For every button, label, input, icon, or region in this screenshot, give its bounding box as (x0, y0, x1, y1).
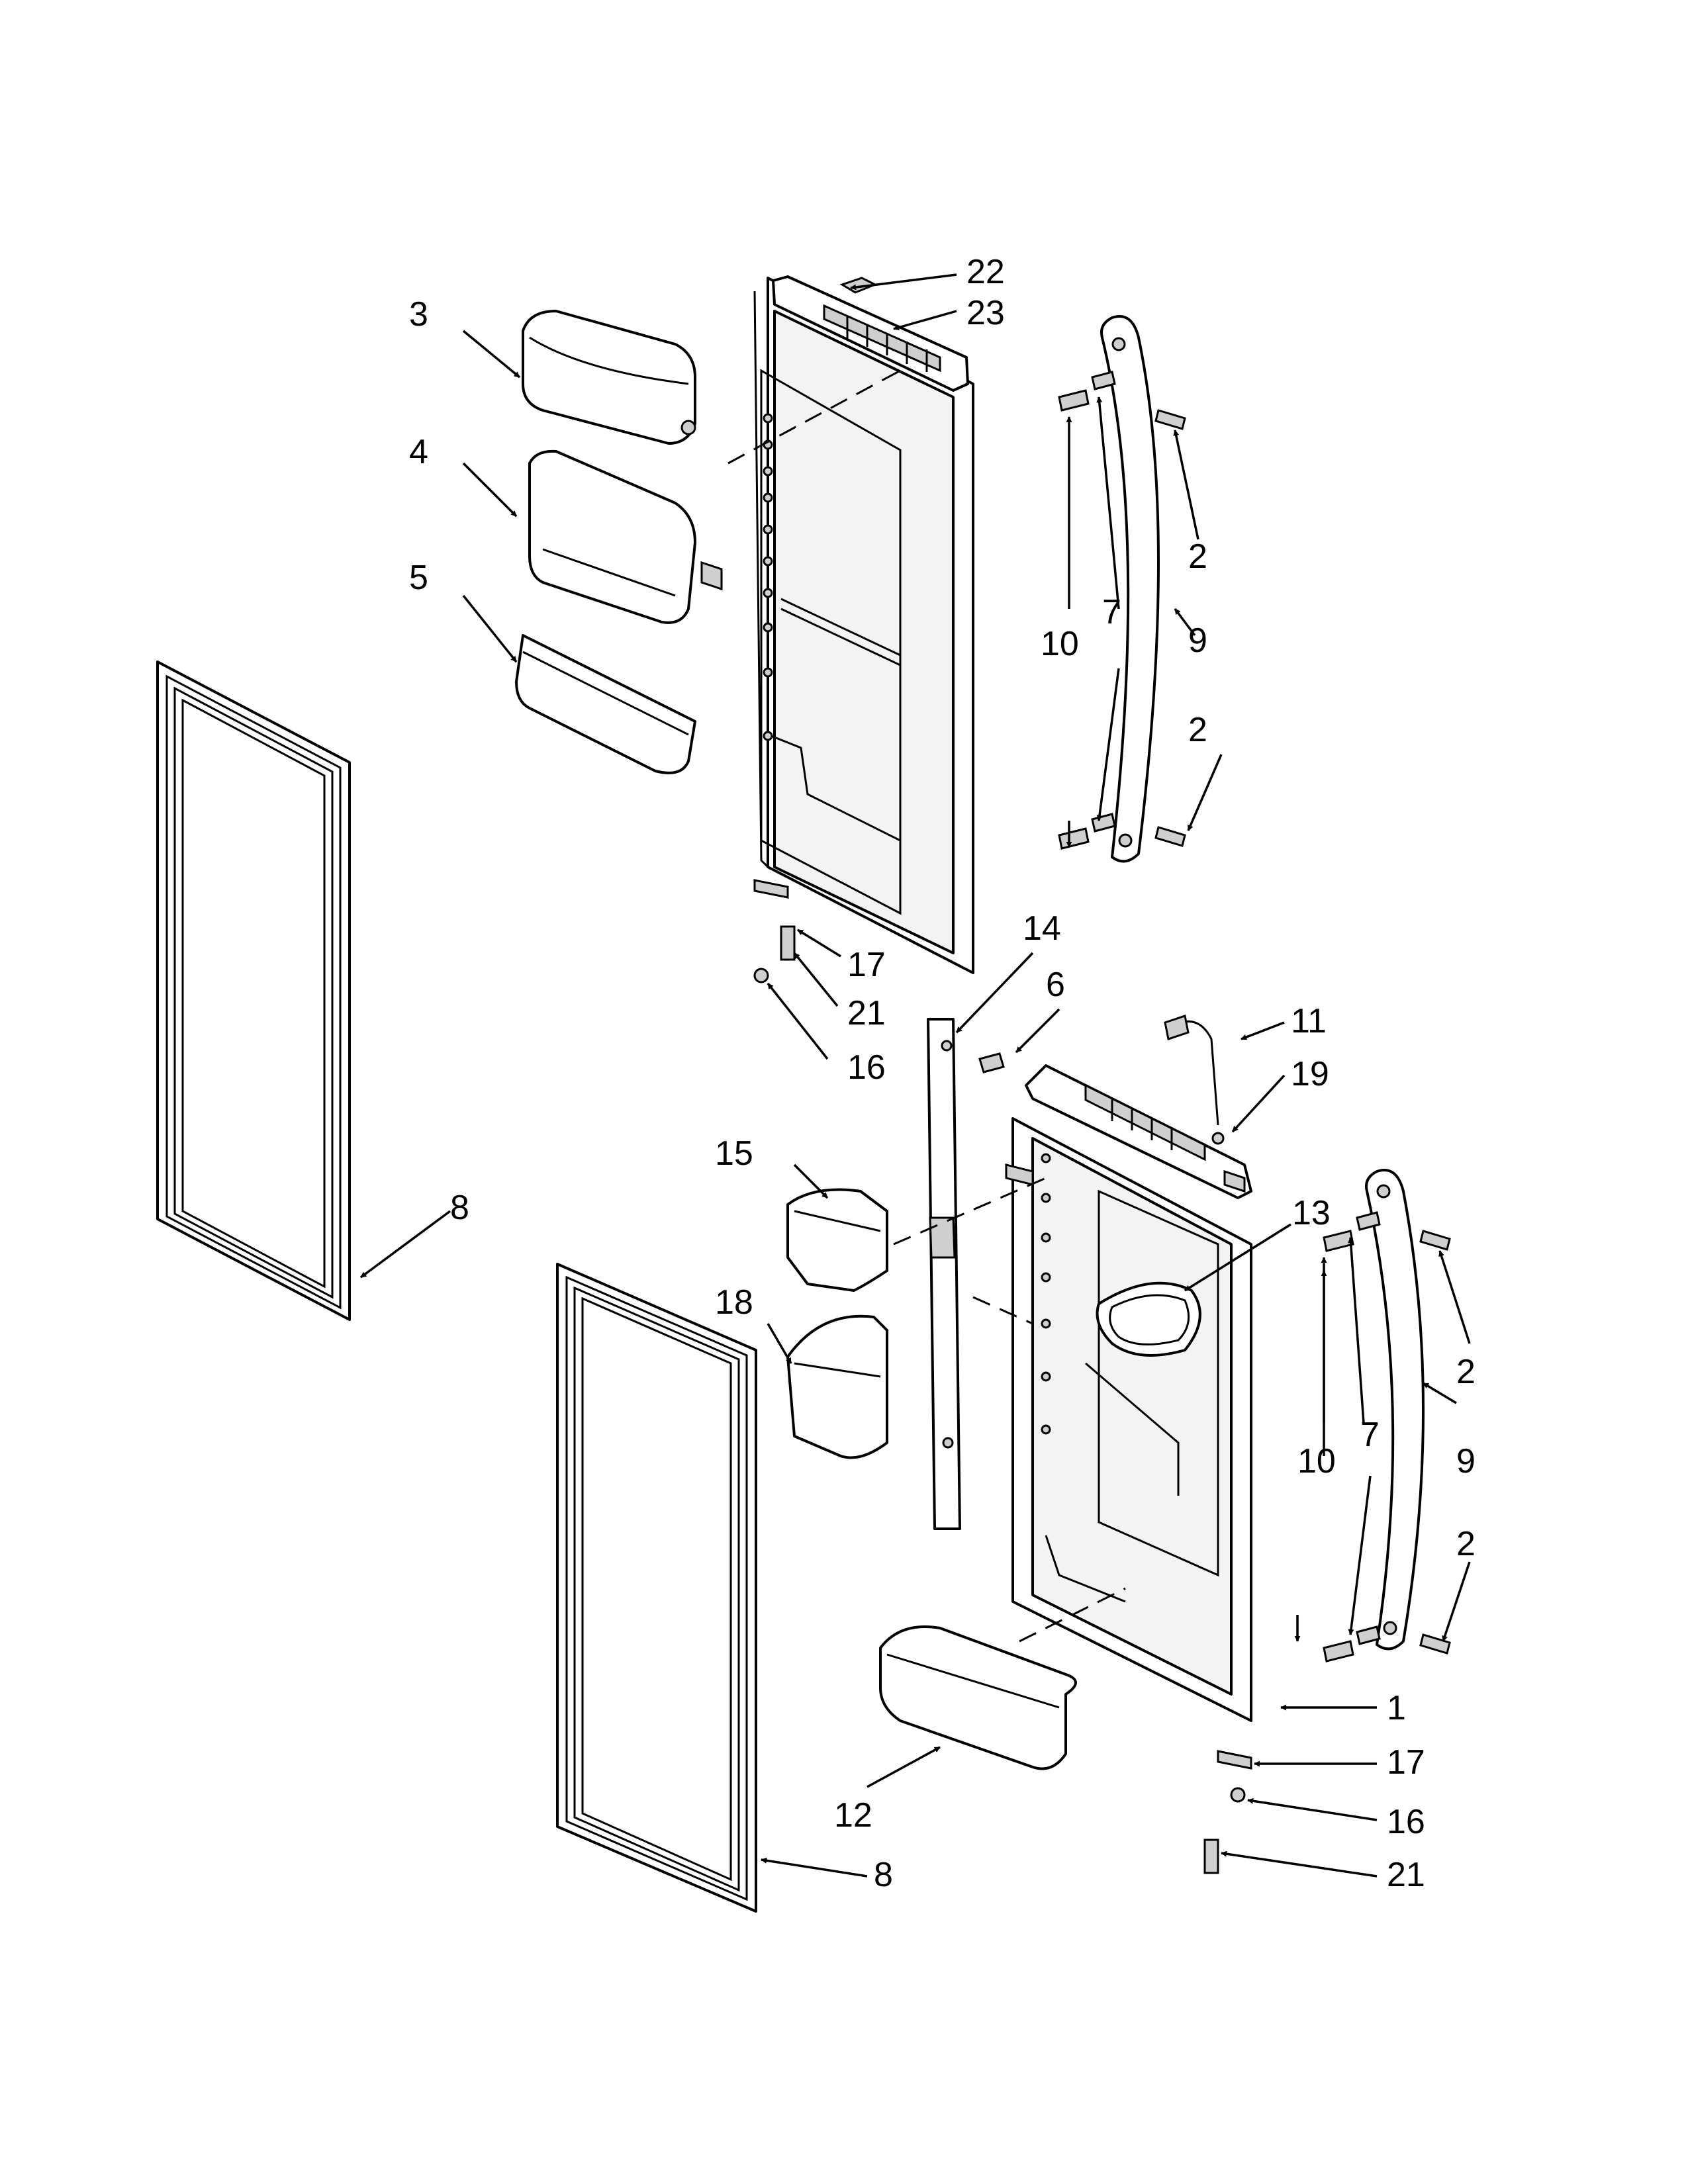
callout-8-lower: 8 (874, 1856, 893, 1894)
callout-10-lower: 10 (1297, 1442, 1336, 1480)
door-bin-18 (786, 1314, 888, 1459)
callout-19: 19 (1291, 1055, 1329, 1093)
callout-15: 15 (715, 1134, 753, 1173)
door-bin-15 (786, 1188, 888, 1292)
callout-8-upper: 8 (450, 1189, 469, 1227)
callout-9-upper: 9 (1188, 621, 1207, 660)
callout-4: 4 (409, 433, 428, 471)
callout-2-upper-bottom: 2 (1188, 711, 1207, 749)
assembly-line (727, 369, 901, 465)
hinge-hardware-upper (753, 879, 796, 983)
door-gasket-upper (156, 660, 351, 1321)
callout-16-upper: 16 (847, 1048, 886, 1087)
dairy-compartment-bin (528, 449, 723, 624)
lower-door-liner (1005, 1064, 1252, 1722)
callout-10-upper: 10 (1041, 625, 1079, 663)
callout-23: 23 (966, 294, 1005, 332)
door-handle-lower (1365, 1169, 1425, 1651)
callout-22: 22 (966, 253, 1005, 291)
callout-5: 5 (409, 559, 428, 597)
door-handle-upper (1100, 315, 1160, 863)
callout-6: 6 (1046, 966, 1065, 1004)
callout-labels: 22 23 3 4 5 2 7 10 9 2 8 17 21 16 14 6 1… (409, 253, 1476, 1894)
butter-compartment-cover (522, 310, 696, 445)
screws-upper-handle (1058, 371, 1186, 850)
screws-lower-handle (1323, 1211, 1451, 1662)
door-bin-lower (879, 1625, 1077, 1770)
upper-door-liner (753, 275, 974, 974)
callout-7-lower: 7 (1360, 1416, 1380, 1454)
callout-14: 14 (1023, 909, 1061, 948)
callout-9-lower: 9 (1456, 1442, 1476, 1480)
callout-2-upper-top: 2 (1188, 537, 1207, 576)
callout-3: 3 (409, 295, 428, 334)
callout-2-lower-bottom: 2 (1456, 1525, 1476, 1563)
callout-21-upper: 21 (847, 994, 886, 1032)
assembly-line-bin (1019, 1587, 1126, 1643)
callout-16-lower: 16 (1387, 1803, 1425, 1841)
hinge-hardware-lower (1203, 1750, 1252, 1874)
water-tube (1164, 1015, 1225, 1145)
callout-17-lower: 17 (1387, 1743, 1425, 1782)
callout-18: 18 (715, 1283, 753, 1322)
callout-7-upper: 7 (1102, 593, 1121, 631)
door-bin-upper (515, 634, 696, 774)
door-gasket-lower (556, 1263, 757, 1913)
screw-6 (978, 1052, 1005, 1073)
leader-lines (359, 273, 1471, 1878)
callout-2-lower-top: 2 (1456, 1353, 1476, 1391)
callout-17-upper: 17 (847, 946, 886, 984)
callout-12: 12 (834, 1796, 872, 1835)
callout-1: 1 (1387, 1689, 1406, 1727)
assembly-line-lower (972, 1296, 1033, 1325)
callout-21-lower: 21 (1387, 1856, 1425, 1894)
callout-11: 11 (1291, 1002, 1327, 1040)
callout-13: 13 (1292, 1194, 1331, 1232)
door-trim-column (927, 1018, 961, 1530)
